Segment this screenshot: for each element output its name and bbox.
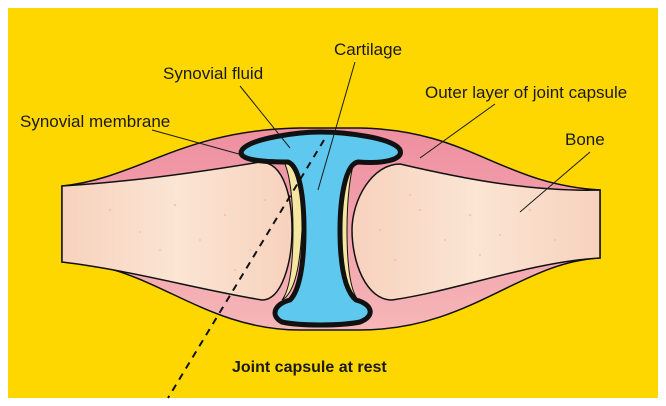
label-bone: Bone	[565, 130, 605, 149]
label-cartilage: Cartilage	[334, 40, 402, 59]
label-synovial-fluid: Synovial fluid	[163, 64, 263, 83]
diagram-caption: Joint capsule at rest	[232, 359, 387, 376]
label-synovial-membrane: Synovial membrane	[20, 112, 170, 131]
label-outer-layer: Outer layer of joint capsule	[425, 83, 627, 102]
